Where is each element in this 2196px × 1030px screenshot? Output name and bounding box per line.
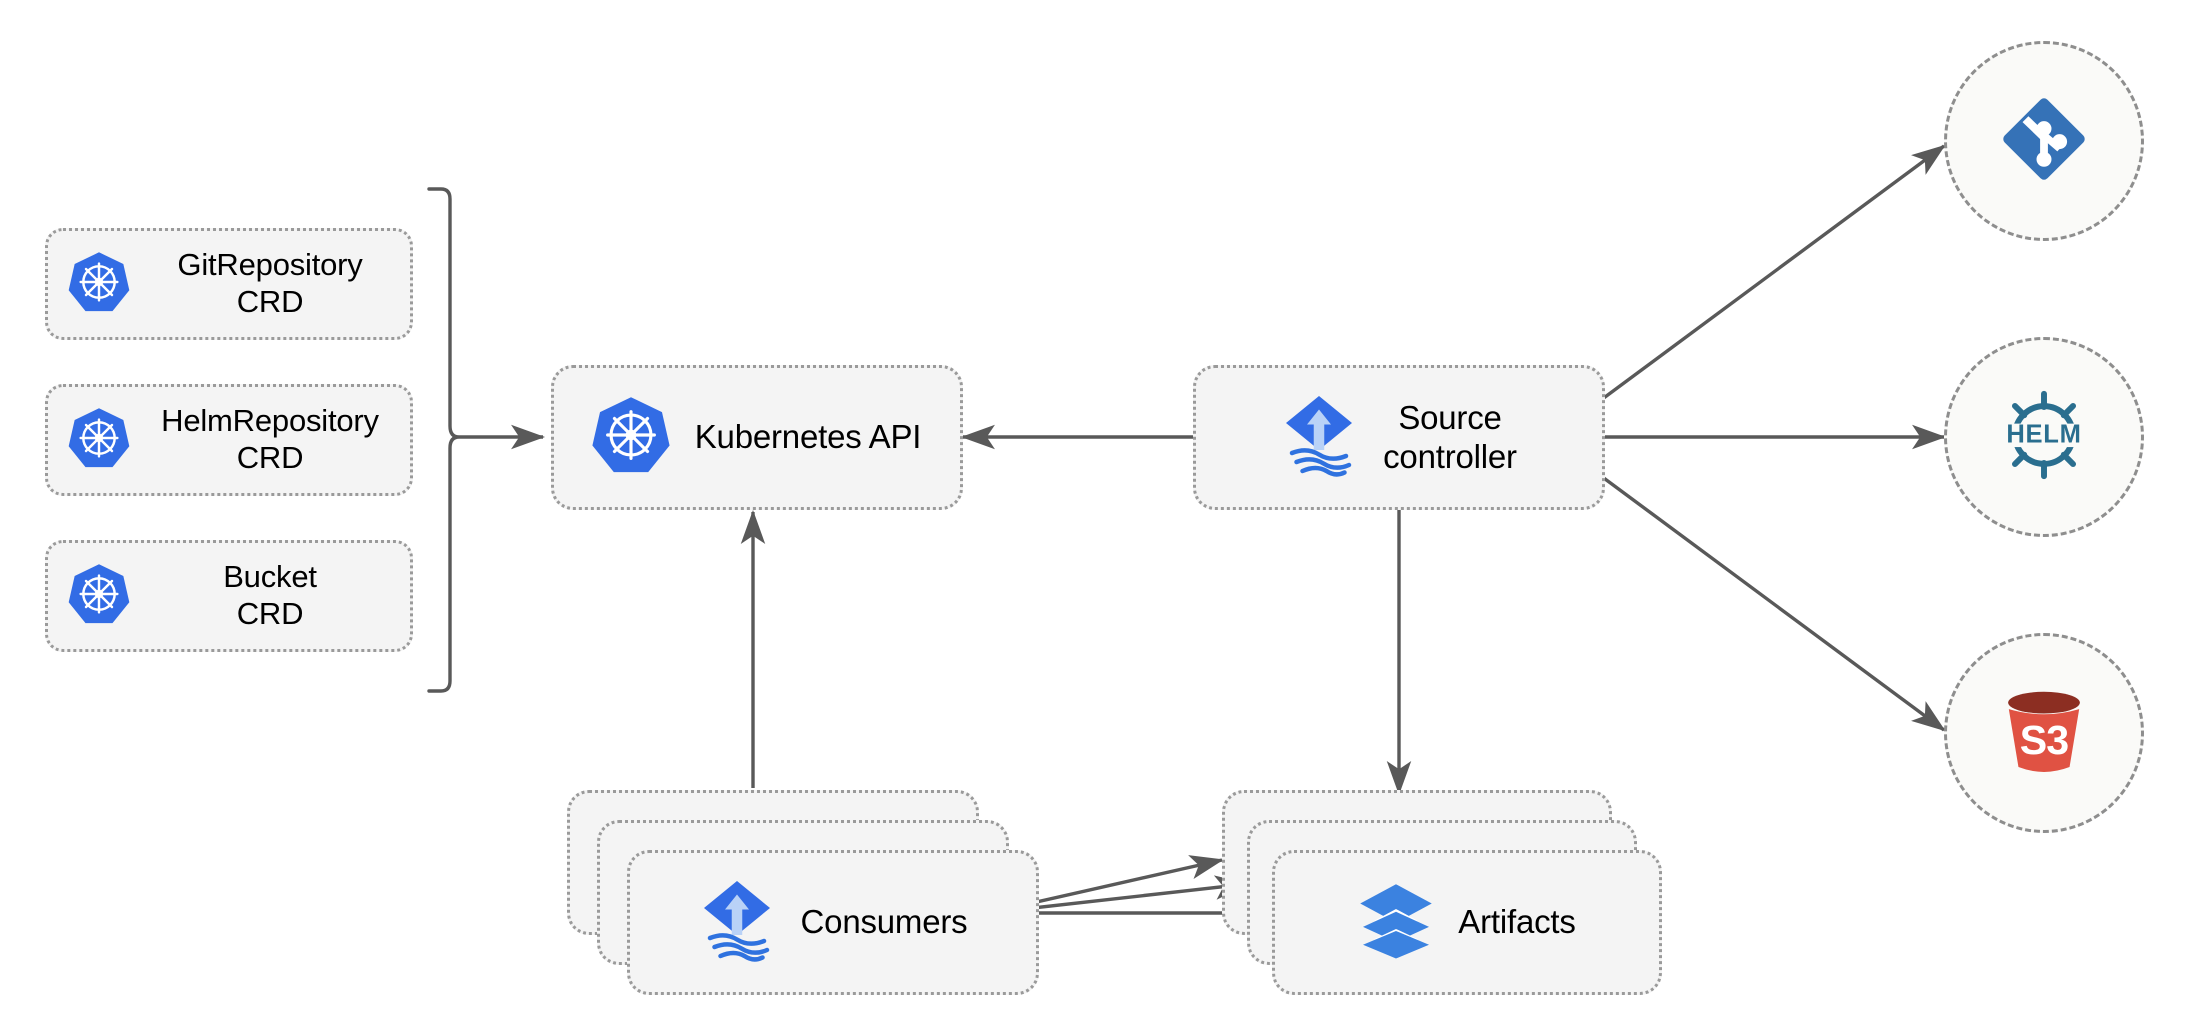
crd-group-bracket	[427, 187, 460, 693]
flux-icon	[1271, 387, 1367, 488]
edge-source-controller-to-git	[1599, 144, 1946, 402]
helm-wordmark: HELM	[2006, 420, 2081, 448]
kubernetes-api-label: Kubernetes API	[694, 418, 922, 456]
flux-icon	[689, 872, 785, 973]
helm-icon: HELM	[1988, 379, 2100, 496]
external-source-helm[interactable]: HELM	[1944, 337, 2144, 537]
crd-card-label: Bucket CRD	[223, 559, 317, 631]
crd-card-label: GitRepository CRD	[177, 247, 363, 319]
kubernetes-icon	[66, 405, 132, 476]
kubernetes-icon	[66, 249, 132, 320]
source-controller-node[interactable]: Source controller	[1193, 365, 1605, 510]
external-source-git[interactable]	[1944, 41, 2144, 241]
artifacts-label: Artifacts	[1458, 903, 1576, 941]
crd-card-helmrepository[interactable]: HelmRepository CRD	[45, 384, 413, 496]
s3-bucket-icon: S3	[1988, 675, 2100, 792]
crd-card-label: HelmRepository CRD	[161, 403, 379, 475]
s3-wordmark: S3	[2020, 716, 2069, 762]
external-source-s3[interactable]: S3	[1944, 633, 2144, 833]
consumers-label: Consumers	[800, 903, 968, 941]
kubernetes-icon	[66, 561, 132, 632]
artifacts-node[interactable]: Artifacts	[1272, 850, 1662, 995]
consumers-node[interactable]: Consumers	[627, 850, 1039, 995]
source-controller-label: Source controller	[1383, 398, 1517, 475]
kubernetes-api-node[interactable]: Kubernetes API	[551, 365, 963, 510]
git-icon	[1992, 87, 2096, 196]
kubernetes-icon	[589, 393, 673, 482]
edge-source-controller-to-s3	[1599, 474, 1946, 732]
crd-card-gitrepository[interactable]: GitRepository CRD	[45, 228, 413, 340]
crd-card-bucket[interactable]: Bucket CRD	[45, 540, 413, 652]
layers-icon	[1352, 876, 1440, 969]
